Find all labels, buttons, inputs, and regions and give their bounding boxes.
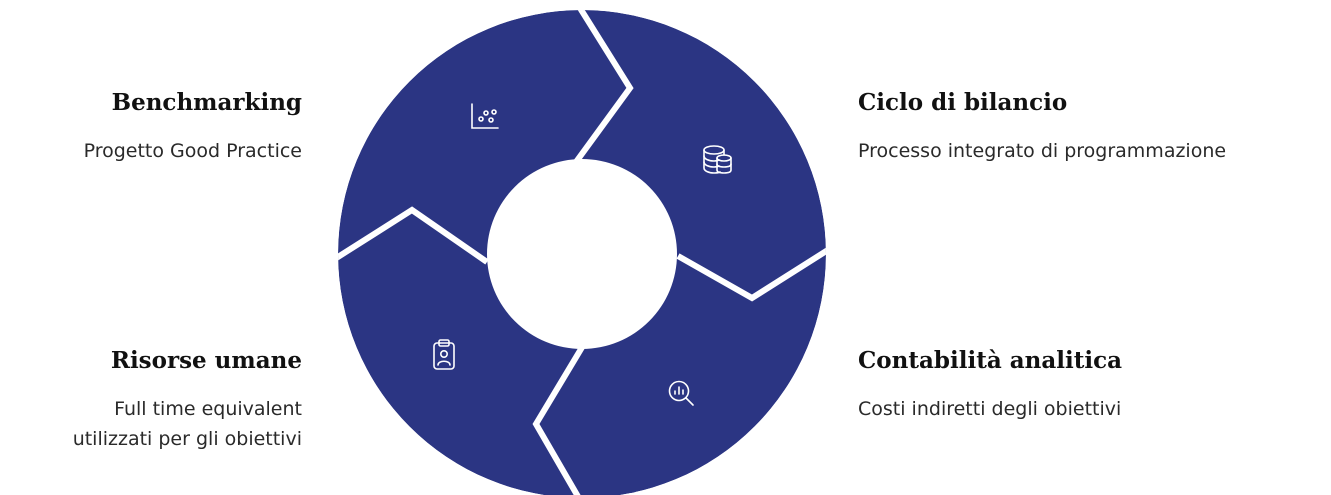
scatter-chart-icon (471, 103, 499, 129)
description-line: Full time equivalent (114, 398, 302, 420)
segment-risorse-umane: Risorse umane Full time equivalent utili… (0, 347, 302, 454)
segment-benchmarking: Benchmarking Progetto Good Practice (0, 89, 302, 166)
separator-bottom (532, 342, 587, 495)
segment-ciclo-di-bilancio: Ciclo di bilancio Processo integrato di … (858, 89, 1227, 166)
segment-title: Ciclo di bilancio (858, 89, 1068, 116)
description-line: Processo integrato di programmazione (858, 140, 1227, 162)
description-line: Progetto Good Practice (83, 140, 302, 162)
segment-description: Full time equivalent utilizzati per gli … (0, 394, 302, 454)
magnifier-chart-icon (668, 380, 694, 406)
clipboard-person-icon (433, 339, 455, 370)
database-coins-icon (703, 145, 732, 174)
separator-right (676, 233, 826, 302)
segment-description: Progetto Good Practice (0, 136, 302, 166)
segment-title: Benchmarking (111, 89, 302, 116)
segment-description: Costi indiretti degli obiettivi (858, 394, 1218, 424)
separator-left (338, 206, 489, 265)
ring-shape (338, 10, 826, 495)
segment-title: Risorse umane (110, 347, 302, 374)
segment-description: Processo integrato di programmazione (858, 136, 1227, 166)
description-line: Costi indiretti degli obiettivi (858, 398, 1122, 420)
separator-top (572, 10, 634, 164)
description-line: utilizzati per gli obiettivi (72, 428, 302, 450)
segment-title: Contabilità analitica (858, 347, 1122, 374)
segment-contabilita-analitica: Contabilità analitica Costi indiretti de… (858, 347, 1218, 424)
